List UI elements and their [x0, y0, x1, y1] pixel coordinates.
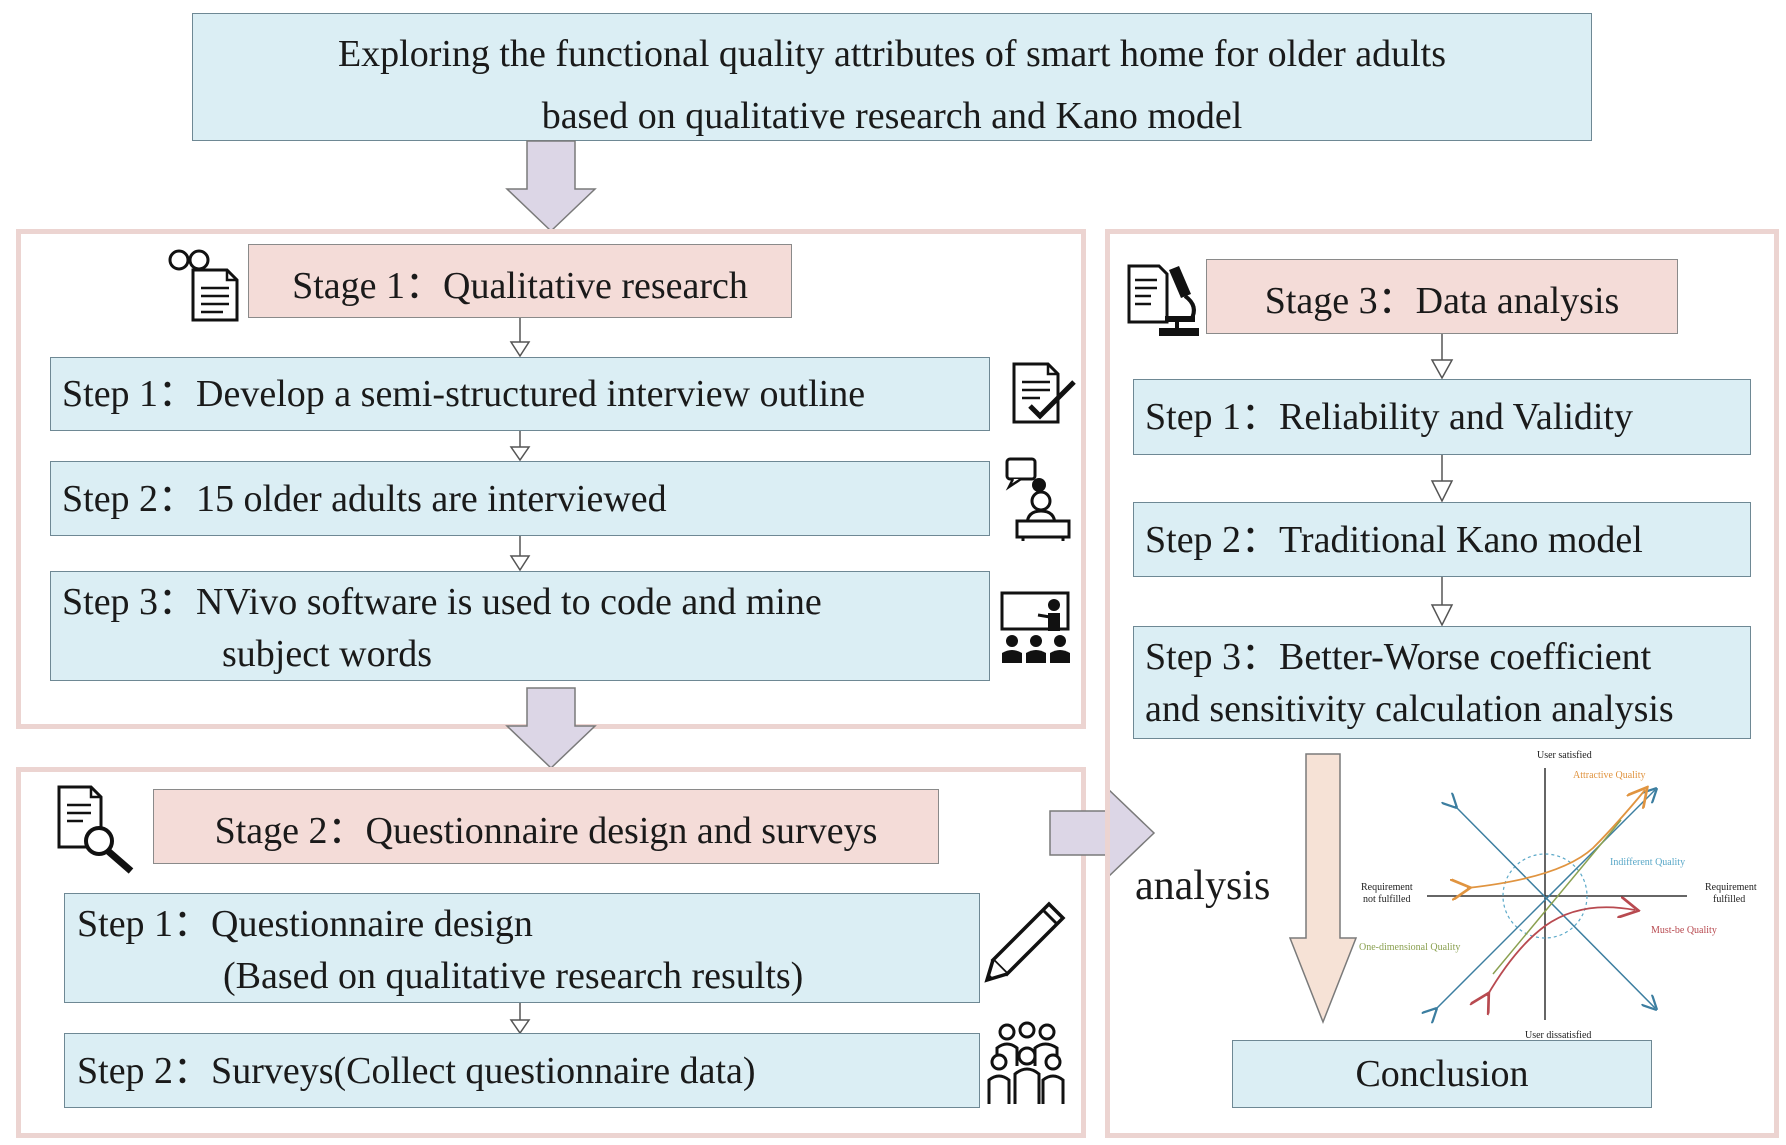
- title-box: Exploring the functional quality attribu…: [192, 13, 1592, 141]
- title-line-1: Exploring the functional quality attribu…: [337, 33, 1447, 75]
- stage2-step2-text: Step 2：Surveys(Collect questionnaire dat…: [77, 1049, 756, 1092]
- stage3-small-arrow-3: [1430, 577, 1454, 627]
- stage3-step1-box: Step 1：Reliability and Validity: [1133, 379, 1751, 455]
- kano-must-be-label: Must-be Quality: [1651, 925, 1717, 936]
- reading-document-icon: [168, 249, 239, 322]
- stage1-step3-line1: Step 3：NVivo software is used to code an…: [62, 581, 822, 623]
- kano-top-label: User satisfied: [1537, 750, 1592, 761]
- analysis-label: analysis: [1135, 863, 1271, 909]
- stage1-step3-line2: subject words: [222, 633, 433, 675]
- stage1-step3-box: Step 3：NVivo software is used to code an…: [50, 571, 990, 681]
- kano-one-dimensional-line: [1492, 819, 1622, 975]
- stage1-step2-box: Step 2：15 older adults are interviewed: [50, 461, 990, 536]
- conclusion-box: Conclusion: [1232, 1040, 1652, 1108]
- stage3-step3-line2: and sensitivity calculation analysis: [1145, 688, 1674, 730]
- kano-left-label-1: Requirement: [1361, 882, 1413, 893]
- stage3-step3-line1: Step 3：Better-Worse coefficient: [1145, 636, 1652, 678]
- stage2-small-arrow: [509, 1003, 531, 1035]
- stage3-frame: [1105, 229, 1779, 1138]
- microscope-report-icon: [1127, 264, 1199, 336]
- analysis-down-arrow: [1288, 753, 1358, 1025]
- stage2-step1-box: Step 1：Questionnaire design (Based on qu…: [64, 893, 980, 1003]
- stage3-label: Stage 3：Data analysis: [1206, 259, 1678, 334]
- stage3-step3-box: Step 3：Better-Worse coefficient and sens…: [1133, 626, 1751, 739]
- stage2-step1-line2: (Based on qualitative research results): [223, 955, 804, 997]
- kano-diagonal-1: [1455, 806, 1655, 1008]
- kano-attractive-curve: [1467, 790, 1645, 888]
- stage1-small-arrow-2: [509, 431, 531, 462]
- stage2-label: Stage 2：Questionnaire design and surveys: [153, 789, 939, 864]
- kano-right-label-2: fulfilled: [1713, 894, 1745, 905]
- stage3-step2-text: Step 2：Traditional Kano model: [1145, 518, 1643, 561]
- stage1-step1-text: Step 1：Develop a semi-structured intervi…: [62, 373, 866, 415]
- stage1-small-arrow-1: [509, 318, 531, 358]
- kano-diagram: User satisfied User dissatisfied Require…: [1359, 750, 1757, 1041]
- pencil-icon: [984, 901, 1066, 983]
- interview-icon: [1005, 457, 1071, 541]
- search-document-icon: [57, 785, 134, 874]
- stage2-step2-box: Step 2：Surveys(Collect questionnaire dat…: [64, 1033, 980, 1108]
- kano-attractive-label: Attractive Quality: [1573, 770, 1645, 781]
- checklist-edit-icon: [1012, 362, 1076, 424]
- title-down-arrow: [505, 140, 597, 233]
- stage3-step2-box: Step 2：Traditional Kano model: [1133, 502, 1751, 577]
- stage1-label: Stage 1：Qualitative research: [248, 244, 792, 318]
- kano-must-be-curve: [1487, 907, 1635, 996]
- stage1-small-arrow-3: [509, 536, 531, 572]
- stage1-step1-box: Step 1：Develop a semi-structured intervi…: [50, 357, 990, 431]
- title-line-2: based on qualitative research and Kano m…: [541, 95, 1243, 137]
- kano-one-dimensional-label: One-dimensional Quality: [1359, 942, 1460, 953]
- stage1-to-stage2-arrow: [505, 687, 597, 770]
- group-people-icon: [987, 1021, 1065, 1104]
- kano-left-label-2: not fulfilled: [1363, 894, 1411, 905]
- kano-right-label-1: Requirement: [1705, 882, 1757, 893]
- stage2-frame: [16, 767, 1086, 1138]
- kano-indifferent-label: Indifferent Quality: [1610, 857, 1685, 868]
- stage1-step2-text: Step 2：15 older adults are interviewed: [62, 477, 667, 520]
- stage2-step1-line1: Step 1：Questionnaire design: [77, 903, 533, 945]
- kano-bottom-label: User dissatisfied: [1525, 1030, 1591, 1041]
- stage3-step1-text: Step 1：Reliability and Validity: [1145, 396, 1633, 438]
- stage3-small-arrow-2: [1430, 455, 1454, 503]
- stage3-small-arrow-1: [1430, 334, 1454, 380]
- presentation-icon: [1000, 591, 1070, 663]
